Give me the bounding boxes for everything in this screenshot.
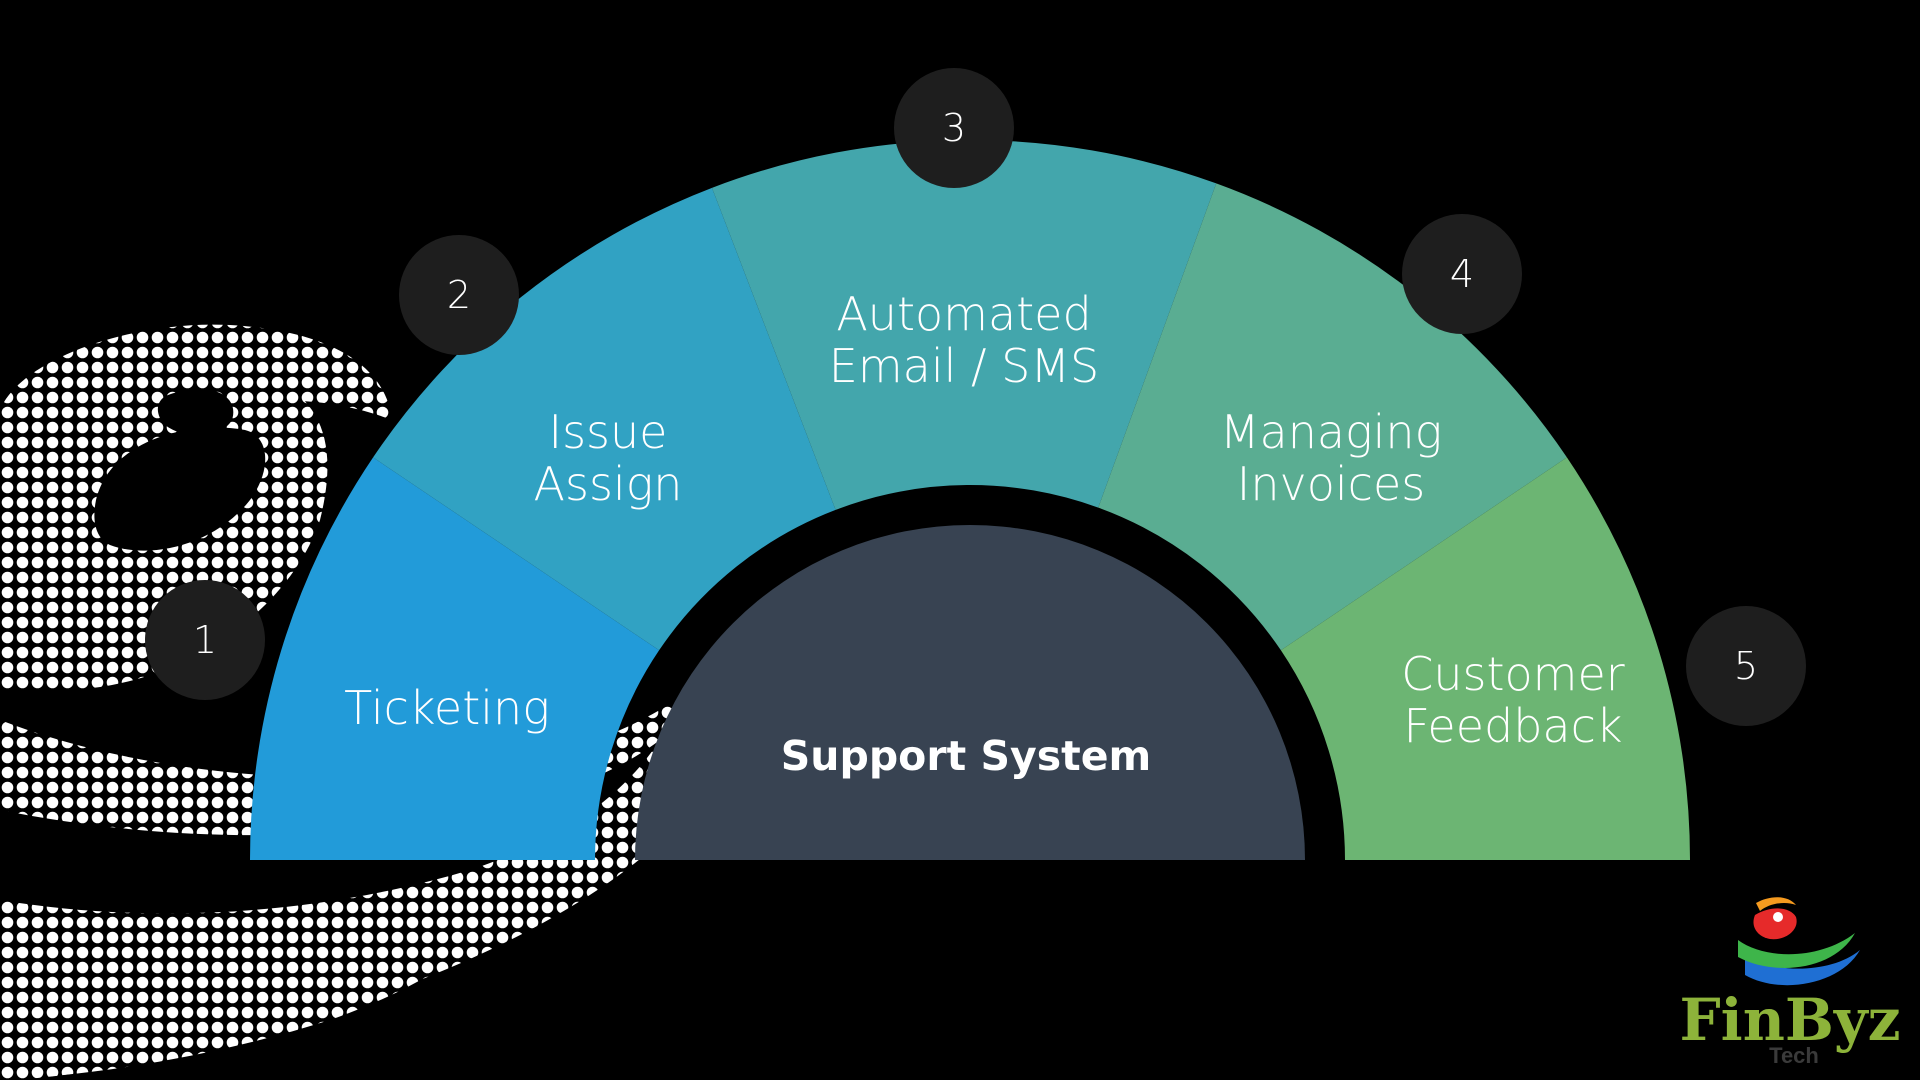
number-badge-3-label: 3	[942, 106, 966, 150]
segment-1	[250, 457, 660, 860]
number-badge-4-label: 4	[1450, 252, 1474, 296]
segment-3-label-line-2: Email / SMS	[829, 339, 1099, 393]
center-label: Support System	[781, 732, 1151, 780]
number-badge-1	[145, 580, 265, 700]
center-layer: Support System	[635, 525, 1305, 860]
segment-5	[1280, 457, 1690, 860]
logo-name: FinByz	[1679, 986, 1900, 1054]
segment-5-label-line-2: Feedback	[1403, 699, 1622, 753]
segment-4-label-line-1: Managing	[1220, 405, 1442, 459]
finbyz-swirl-logo-icon	[1738, 897, 1860, 986]
logo-tagline: Tech	[1769, 1043, 1819, 1068]
number-badge-1-label: 1	[193, 618, 217, 662]
number-badge-5-label: 5	[1734, 644, 1758, 688]
segment-2	[373, 187, 836, 651]
segment-4	[1098, 183, 1567, 651]
segment-2-label-line-1: Issue	[549, 405, 668, 459]
number-badge-4	[1402, 214, 1522, 334]
number-badge-2	[399, 235, 519, 355]
segment-5-label-line-1: Customer	[1401, 647, 1625, 701]
finbyz-logo: FinByz Tech	[1679, 897, 1901, 1068]
number-badge-2-label: 2	[447, 273, 471, 317]
center-half-disc	[635, 525, 1305, 860]
number-badge-3	[894, 68, 1014, 188]
segment-4-label-line-2: Invoices	[1237, 457, 1425, 511]
segment-1-label-line-1: Ticketing	[344, 681, 550, 735]
number-badge-5	[1686, 606, 1806, 726]
segment-2-label-line-2: Assign	[534, 457, 683, 511]
segment-3-label-line-1: Automated	[836, 287, 1091, 341]
number-badges-layer: 1 2 3 4 5	[145, 68, 1806, 726]
segment-3	[711, 140, 1217, 510]
